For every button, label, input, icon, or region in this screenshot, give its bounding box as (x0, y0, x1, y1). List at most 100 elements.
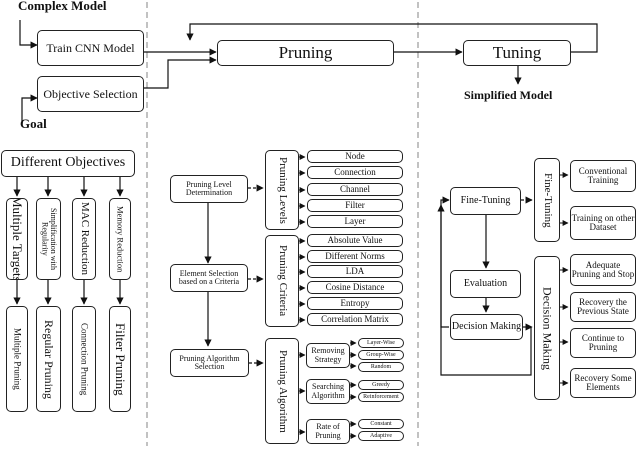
criteria-correlation-text: Correlation Matrix (321, 313, 389, 324)
target-text-2: Simplification with Regularity (40, 208, 58, 270)
method-box-2: Regular Pruning (36, 306, 61, 412)
level-filter: Filter (307, 199, 403, 212)
group-rate-of-pruning: Rate of Pruning (306, 419, 350, 444)
level-connection: Connection (307, 166, 403, 179)
pruning-levels-title: Pruning Levels (276, 156, 289, 224)
option-adaptive-text: Adaptive (370, 432, 392, 439)
pruning-criteria-title-box: Pruning Criteria (265, 235, 299, 327)
target-box-3: MAC Reduction (72, 198, 96, 280)
option-continue-text: Continue to Pruning (581, 332, 625, 352)
level-channel-text: Channel (340, 183, 370, 194)
step-fine-tuning-text: Fine-Tuning (460, 194, 511, 206)
option-random-text: Random (370, 363, 392, 370)
criteria-entropy: Entropy (307, 297, 403, 310)
pruning-text: Pruning (278, 43, 333, 63)
option-continue-pruning: Continue to Pruning (570, 328, 636, 358)
option-random: Random (358, 362, 404, 372)
option-greedy: Greedy (358, 380, 404, 390)
method-text-2: Regular Pruning (41, 319, 56, 399)
step-level-text: Pruning Level Determination (185, 179, 233, 197)
levels-fan (299, 154, 306, 225)
goal-label: Goal (20, 116, 47, 131)
level-channel: Channel (307, 183, 403, 196)
option-recovery-previous-text: Recovery the Previous State (577, 296, 629, 316)
criteria-cosine-distance: Cosine Distance (307, 281, 403, 294)
option-recovery-some-text: Recovery Some Elements (574, 372, 632, 392)
criteria-correlation-matrix: Correlation Matrix (307, 313, 403, 326)
pruning-algorithm-title-box: Pruning Algorithm (265, 338, 299, 444)
target-box-4: Memory Reduction (109, 198, 131, 280)
arrow-decision-loop (440, 196, 450, 328)
pruning-box: Pruning (217, 40, 394, 66)
tuning-box: Tuning (463, 40, 571, 66)
method-box-1: Multiple Pruning (6, 306, 28, 412)
tuning-text: Tuning (492, 43, 542, 63)
target-text-1: Multiple Targets (9, 198, 25, 280)
objective-selection-text: Objective Selection (43, 86, 138, 101)
train-cnn-box: Train CNN Model (37, 30, 144, 66)
level-layer-text: Layer (344, 215, 366, 226)
option-adaptive: Adaptive (358, 431, 404, 441)
fine-tuning-title: Fine-Tuning (541, 172, 554, 228)
pruning-levels-title-box: Pruning Levels (265, 150, 299, 230)
pruning-algorithm-title: Pruning Algorithm (276, 349, 289, 433)
option-reinforcement: Reinforcement (358, 392, 404, 402)
option-other-dataset-text: Training on other Dataset (571, 212, 635, 232)
criteria-absolute-text: Absolute Value (327, 234, 383, 245)
tuning-fan (560, 172, 569, 386)
option-layer-wise: Layer-Wise (358, 338, 404, 348)
step-decision-text: Decision Making (451, 320, 522, 332)
complex-model-label: Complex Model (18, 0, 107, 13)
arrow-complex-to-train (19, 20, 38, 49)
step-element-text: Element Selection based on a Criteria (178, 268, 240, 286)
arrow-objective-to-pruning (144, 56, 217, 89)
method-box-3: Connection Pruning (72, 306, 96, 412)
target-text-4: Memory Reduction (115, 205, 126, 273)
step-evaluation: Evaluation (450, 270, 521, 298)
target-box-2: Simplification with Regularity (36, 198, 61, 280)
level-node-text: Node (345, 150, 365, 161)
criteria-different-norms: Different Norms (307, 250, 403, 263)
group-searching-text: Searching Algorithm (311, 382, 345, 400)
different-objectives-box: Different Objectives (1, 150, 135, 177)
option-layer-wise-text: Layer-Wise (367, 339, 395, 346)
option-constant: Constant (358, 419, 404, 429)
target-text-3: MAC Reduction (78, 202, 91, 276)
criteria-absolute-value: Absolute Value (307, 234, 403, 247)
option-recovery-some: Recovery Some Elements (570, 368, 636, 398)
method-box-4: Filter Pruning (109, 306, 131, 412)
method-text-4: Filter Pruning (112, 322, 128, 396)
option-conventional-text: Conventional Training (578, 165, 628, 185)
option-group-wise-text: Group-Wise (366, 351, 396, 358)
step-algorithm-selection: Pruning Algorithm Selection (170, 349, 249, 377)
option-adequate-pruning: Adequate Pruning and Stop (570, 254, 636, 286)
step-fine-tuning: Fine-Tuning (450, 187, 521, 215)
group-searching-algorithm: Searching Algorithm (306, 379, 350, 404)
criteria-entropy-text: Entropy (340, 297, 370, 308)
objective-selection-box: Objective Selection (37, 76, 144, 112)
train-cnn-text: Train CNN Model (46, 40, 135, 55)
option-conventional-training: Conventional Training (570, 160, 636, 192)
decision-making-title: Decision Making (540, 286, 555, 370)
option-training-other-dataset: Training on other Dataset (570, 206, 636, 240)
step-element-selection: Element Selection based on a Criteria (170, 264, 248, 292)
criteria-lda: LDA (307, 265, 403, 278)
option-constant-text: Constant (370, 420, 392, 427)
option-greedy-text: Greedy (372, 381, 390, 388)
option-adequate-text: Adequate Pruning and Stop (571, 259, 635, 279)
pruning-criteria-title: Pruning Criteria (276, 245, 289, 317)
target-box-1: Multiple Targets (6, 198, 28, 280)
decision-making-title-box: Decision Making (534, 256, 560, 400)
criteria-fan (299, 238, 306, 323)
group-removing-text: Removing Strategy (311, 346, 345, 364)
level-connection-text: Connection (334, 166, 376, 177)
step-algorithm-text: Pruning Algorithm Selection (179, 353, 240, 371)
method-text-1: Multiple Pruning (12, 328, 23, 390)
fine-tuning-title-box: Fine-Tuning (534, 158, 560, 242)
step-level-determination: Pruning Level Determination (170, 175, 248, 203)
group-removing-strategy: Removing Strategy (306, 343, 350, 368)
simplified-model-label: Simplified Model (464, 88, 553, 102)
option-recovery-previous: Recovery the Previous State (570, 292, 636, 322)
option-group-wise: Group-Wise (358, 350, 404, 360)
